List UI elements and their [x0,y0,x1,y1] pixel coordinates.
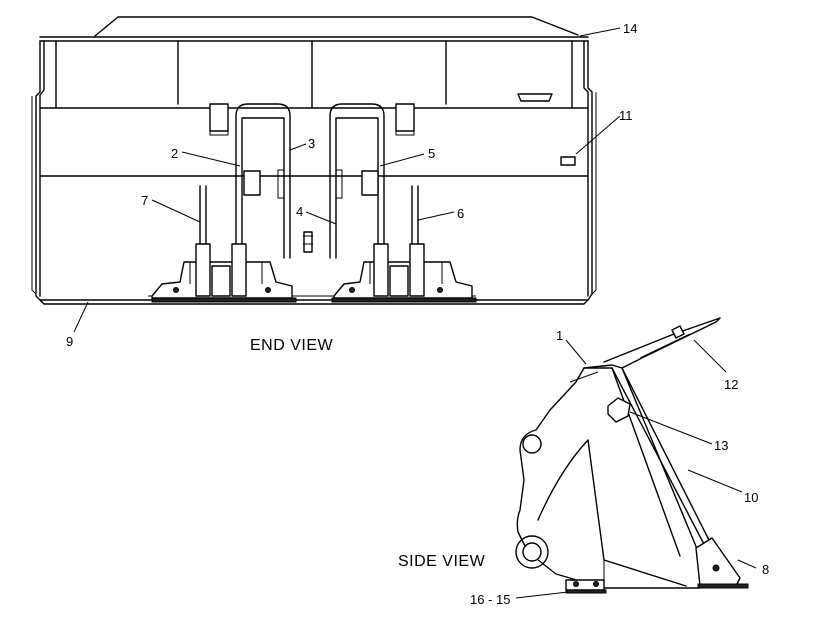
callout-9: 9 [66,334,73,349]
callout-12: 12 [724,377,738,392]
callout-4: 4 [296,204,303,219]
callout-10: 10 [744,490,758,505]
callout-7: 7 [141,193,148,208]
callout-6: 6 [457,206,464,221]
leader-lines [73,27,757,599]
side-view-drawing [515,317,749,594]
callout-14: 14 [623,21,637,36]
callout-5: 5 [428,146,435,161]
callout-2: 2 [171,146,178,161]
callout-8: 8 [762,562,769,577]
callout-16-15: 16 - 15 [470,592,510,607]
callout-11: 11 [619,108,633,123]
end-view-label: END VIEW [250,337,334,354]
callout-13: 13 [714,438,728,453]
callout-3: 3 [308,136,315,151]
end-view-drawing [31,16,597,305]
callout-1: 1 [556,328,563,343]
side-view-label: SIDE VIEW [398,553,486,570]
